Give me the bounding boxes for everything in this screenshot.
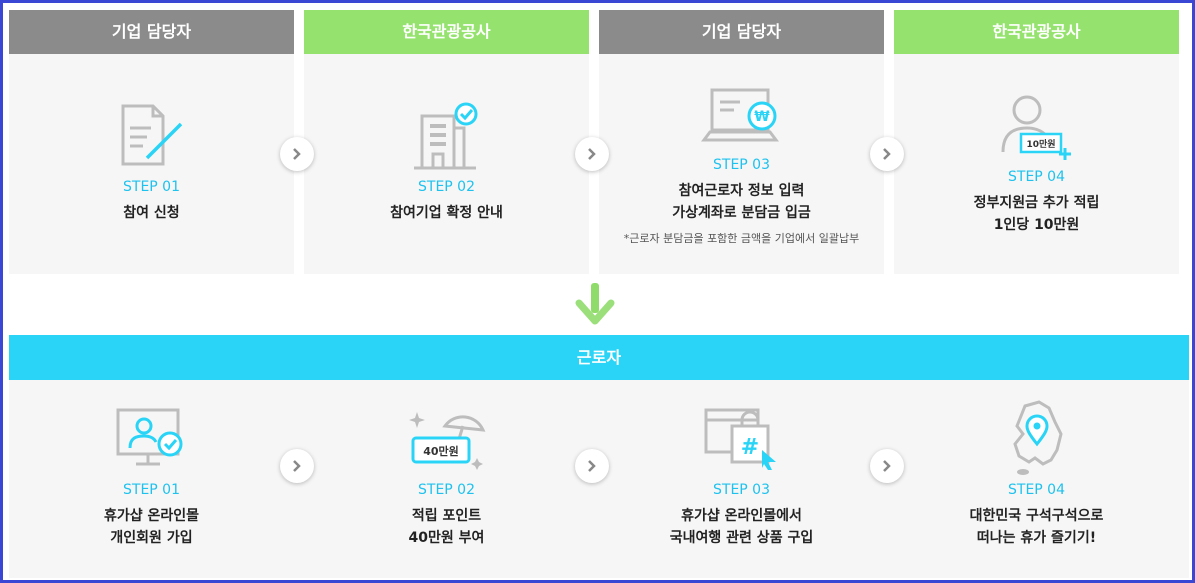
bottom-step-4: STEP 04 대한민국 구석구석으로 떠나는 휴가 즐기기! <box>894 380 1179 578</box>
step-title-line: 떠나는 휴가 즐기기! <box>976 530 1097 546</box>
step-label: STEP 01 <box>123 482 180 498</box>
arrow-down-icon <box>575 283 615 325</box>
top-step-card-2: 한국관광공사 STEP 02 참여기업 확정 안내 <box>304 10 589 274</box>
step-title: 대한민국 구석구석으로 떠나는 휴가 즐기기! <box>894 505 1179 549</box>
worker-steps: STEP 01 휴가샵 온라인몰 개인회원 가입 40만원 STEP 02 적립… <box>9 380 1189 578</box>
next-step-arrow <box>870 449 904 483</box>
next-step-arrow <box>280 449 314 483</box>
svg-text:#: # <box>740 435 758 460</box>
next-step-arrow <box>575 137 609 171</box>
monitor-user-check-icon <box>116 408 182 466</box>
next-step-arrow <box>870 137 904 171</box>
chevron-right-icon <box>293 148 301 160</box>
step-title: 참여근로자 정보 입력 가상계좌로 분담금 입금 <box>599 180 884 224</box>
top-step-card-3: 기업 담당자 ₩ STEP 03 참여근로자 정보 입력 가상계좌로 분담금 입… <box>599 10 884 274</box>
step-title: 휴가샵 온라인몰 개인회원 가입 <box>9 505 294 549</box>
step-label: STEP 02 <box>418 179 475 195</box>
top-step-card-1: 기업 담당자 STEP 01 참여 신청 <box>9 10 294 274</box>
bottom-step-2: 40만원 STEP 02 적립 포인트 40만원 부여 <box>304 380 589 578</box>
person-money-icon: 10만원 <box>1001 95 1071 160</box>
step-title: 참여 신청 <box>9 202 294 224</box>
step-title: 적립 포인트 40만원 부여 <box>304 505 589 549</box>
card-header: 한국관광공사 <box>894 10 1179 54</box>
step-label: STEP 02 <box>418 482 475 498</box>
step-title-line: 참여근로자 정보 입력 <box>678 183 805 199</box>
step-title-line: 참여기업 확정 안내 <box>390 205 503 221</box>
step-title-line: 국내여행 관련 상품 구입 <box>669 530 814 546</box>
chevron-right-icon <box>588 460 596 472</box>
step-title: 휴가샵 온라인몰에서 국내여행 관련 상품 구입 <box>599 505 884 549</box>
step-label: STEP 04 <box>1008 169 1065 185</box>
chevron-right-icon <box>293 460 301 472</box>
step-label: STEP 01 <box>123 179 180 195</box>
step-title-line: 적립 포인트 <box>411 508 482 524</box>
bottom-step-3: # STEP 03 휴가샵 온라인몰에서 국내여행 관련 상품 구입 <box>599 380 884 578</box>
step-title-line: 휴가샵 온라인몰에서 <box>681 508 802 524</box>
step-label: STEP 04 <box>1008 482 1065 498</box>
step-label: STEP 03 <box>713 482 770 498</box>
step-title-line: 1인당 10만원 <box>993 217 1080 233</box>
chevron-right-icon <box>883 460 891 472</box>
next-step-arrow <box>575 449 609 483</box>
card-header: 한국관광공사 <box>304 10 589 54</box>
top-step-card-4: 한국관광공사 10만원 STEP 04 정부지원금 추가 적립 1인당 10만원 <box>894 10 1179 274</box>
svg-text:₩: ₩ <box>754 109 770 125</box>
bottom-step-1: STEP 01 휴가샵 온라인몰 개인회원 가입 <box>9 380 294 578</box>
step-note: *근로자 분담금을 포함한 금액을 기업에서 일괄납부 <box>623 232 860 245</box>
shopping-bag-hash-icon: # <box>704 408 776 470</box>
chevron-right-icon <box>883 148 891 160</box>
icon-badge-text: 40만원 <box>423 444 459 458</box>
worker-bar: 근로자 <box>9 335 1189 380</box>
step-title: 참여기업 확정 안내 <box>304 202 589 224</box>
step-title: 정부지원금 추가 적립 1인당 10만원 <box>894 192 1179 236</box>
building-check-icon <box>413 102 477 170</box>
step-title-line: 참여 신청 <box>123 205 180 221</box>
card-header: 기업 담당자 <box>9 10 294 54</box>
chevron-right-icon <box>588 148 596 160</box>
step-title-line: 40만원 부여 <box>408 530 485 546</box>
korea-map-pin-icon <box>1012 400 1063 475</box>
next-step-arrow <box>280 137 314 171</box>
step-title-line: 휴가샵 온라인몰 <box>103 508 200 524</box>
laptop-won-icon: ₩ <box>700 88 779 142</box>
icon-badge-text: 10만원 <box>1026 138 1055 150</box>
step-label: STEP 03 <box>713 157 770 173</box>
parasol-points-icon: 40만원 <box>408 412 485 470</box>
card-header: 기업 담당자 <box>599 10 884 54</box>
step-title-line: 가상계좌로 분담금 입금 <box>672 205 811 221</box>
step-title-line: 정부지원금 추가 적립 <box>973 195 1100 211</box>
document-pen-icon <box>121 104 182 166</box>
step-title-line: 개인회원 가입 <box>110 530 193 546</box>
step-title-line: 대한민국 구석구석으로 <box>969 508 1104 524</box>
